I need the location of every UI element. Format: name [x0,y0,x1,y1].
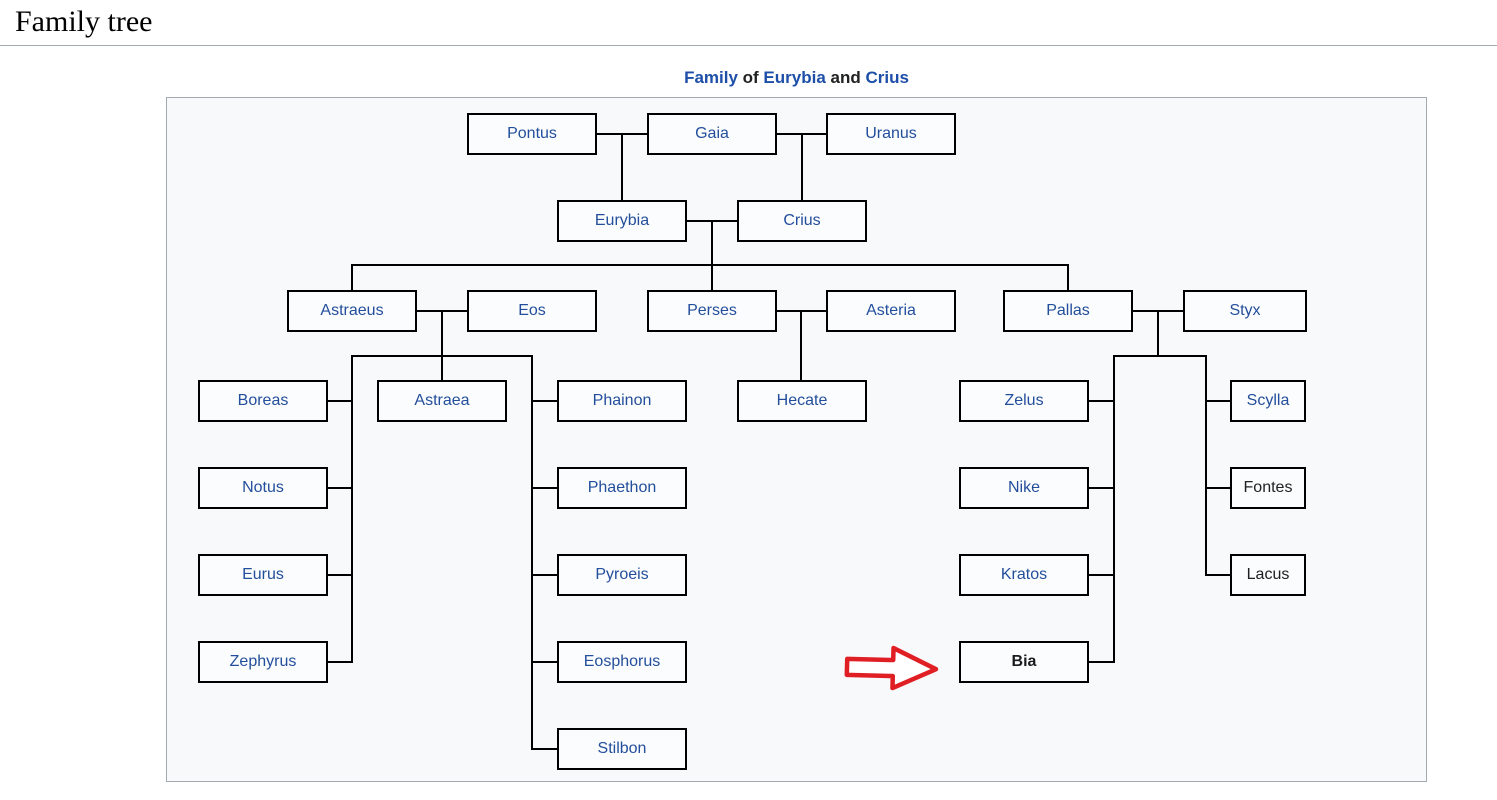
tree-title-text: and [825,68,866,87]
connector-stub-stilbon [532,748,557,750]
connector-stub-notus [328,487,352,489]
tree-node-phainon[interactable]: Phainon [557,380,687,422]
connector-scylla-spine [1205,356,1207,576]
connector-zelus-spine [1113,356,1115,663]
connector-stub-lacus [1206,574,1230,576]
connector-astraeus-eos-bar [351,355,533,357]
connector-to-crius [801,134,803,200]
tree-node-phaethon[interactable]: Phaethon [557,467,687,509]
tree-title: Family of Eurybia and Crius [166,68,1427,88]
tree-node-uranus[interactable]: Uranus [826,113,956,155]
connector-to-astraea [441,311,443,380]
tree-node-kratos[interactable]: Kratos [959,554,1089,596]
tree-title-link-family[interactable]: Family [684,68,738,87]
page-title: Family tree [15,5,153,38]
connector-stub-scylla [1206,400,1230,402]
tree-node-scylla[interactable]: Scylla [1230,380,1306,422]
tree-node-eos[interactable]: Eos [467,290,597,332]
tree-node-eurus[interactable]: Eurus [198,554,328,596]
connector-stub-zelus [1089,400,1114,402]
tree-node-bia: Bia [959,641,1089,683]
tree-node-eurybia[interactable]: Eurybia [557,200,687,242]
connector-stub-pyroeis [532,574,557,576]
connector-stub-zephyrus [328,661,352,663]
connector-stub-fontes [1206,487,1230,489]
connector-stub-boreas [328,400,352,402]
tree-node-crius[interactable]: Crius [737,200,867,242]
connector-winds-spine [351,356,353,663]
connector-to-hecate [800,311,802,380]
family-tree-frame: Pontus Gaia Uranus Eurybia Crius Astraeu… [166,97,1427,782]
tree-node-pallas[interactable]: Pallas [1003,290,1133,332]
tree-node-zelus[interactable]: Zelus [959,380,1089,422]
tree-node-fontes: Fontes [1230,467,1306,509]
connector-to-perses [711,221,713,290]
tree-node-pontus[interactable]: Pontus [467,113,597,155]
connector-stub-bia [1089,661,1114,663]
tree-node-perses[interactable]: Perses [647,290,777,332]
connector-to-eurybia [621,134,623,200]
connector-pallas-styx-drop [1157,311,1159,356]
tree-node-gaia[interactable]: Gaia [647,113,777,155]
tree-node-zephyrus[interactable]: Zephyrus [198,641,328,683]
connector-stub-phainon [532,400,557,402]
connector-pallas-styx-bar [1113,355,1207,357]
tree-node-boreas[interactable]: Boreas [198,380,328,422]
tree-title-link-eurybia[interactable]: Eurybia [763,68,826,87]
tree-title-link-crius[interactable]: Crius [865,68,909,87]
tree-node-astraeus[interactable]: Astraeus [287,290,417,332]
tree-node-astraea[interactable]: Astraea [377,380,507,422]
connector-to-pallas [1067,265,1069,290]
tree-node-stilbon[interactable]: Stilbon [557,728,687,770]
connector-stub-eosphorus [532,661,557,663]
tree-node-lacus: Lacus [1230,554,1306,596]
connector-stub-nike [1089,487,1114,489]
connector-planets-spine [531,356,533,750]
connector-to-astraeus [351,265,353,290]
tree-node-hecate[interactable]: Hecate [737,380,867,422]
connector-stub-kratos [1089,574,1114,576]
tree-title-text: of [737,68,764,87]
tree-node-styx[interactable]: Styx [1183,290,1307,332]
tree-node-notus[interactable]: Notus [198,467,328,509]
connector-children-bus [351,264,1069,266]
connector-stub-eurus [328,574,352,576]
connector-stub-phaethon [532,487,557,489]
tree-node-asteria[interactable]: Asteria [826,290,956,332]
tree-node-nike[interactable]: Nike [959,467,1089,509]
tree-node-eosphorus[interactable]: Eosphorus [557,641,687,683]
red-arrow-icon [844,645,939,691]
tree-node-pyroeis[interactable]: Pyroeis [557,554,687,596]
article-header: Family tree [0,0,1497,46]
